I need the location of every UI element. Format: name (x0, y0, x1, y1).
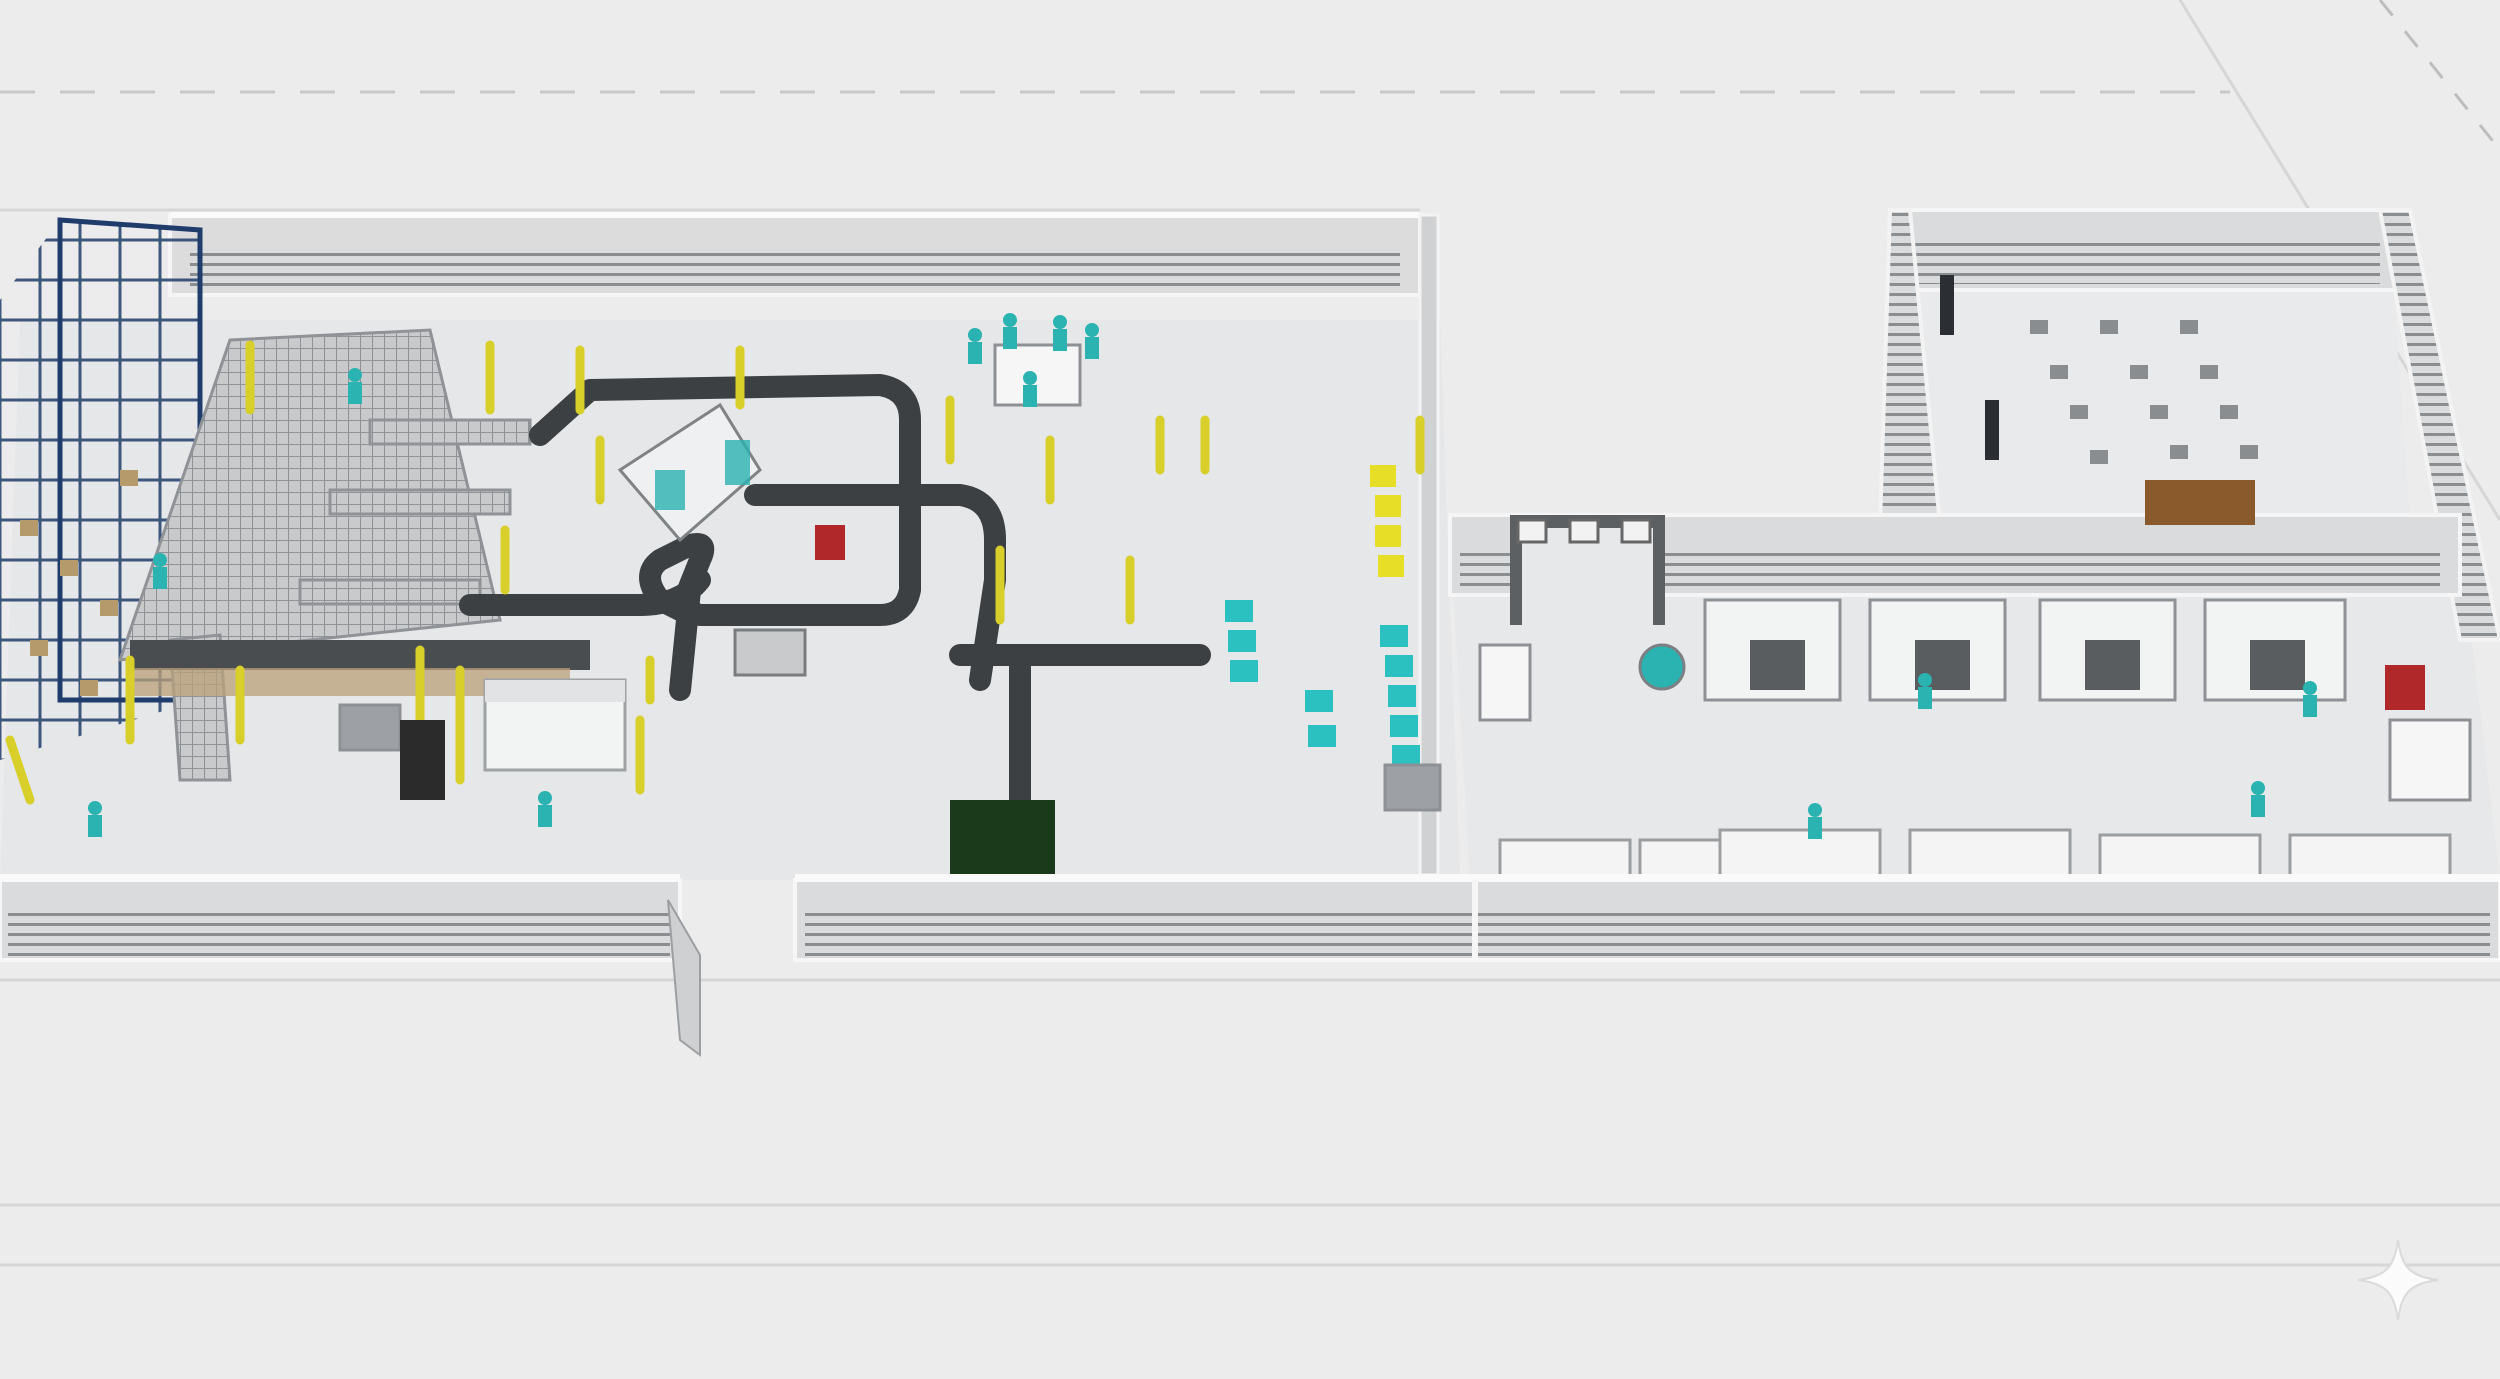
conveyor-loop (459, 374, 1211, 811)
black-locker (400, 720, 445, 800)
front-wall-left (0, 874, 701, 1057)
machining-cell-robot (617, 402, 762, 543)
break-room-chairs (2030, 320, 2258, 464)
green-dumpster (950, 800, 1055, 880)
red-cabinet-2 (2385, 665, 2425, 710)
teal-bin-rack (1225, 600, 1420, 767)
cleaning-robot (1638, 643, 1686, 691)
wall-screen-1 (1940, 275, 1954, 335)
mezzanine-platform (117, 328, 532, 782)
break-room-table (2145, 480, 2255, 525)
floor-lines (0, 0, 2500, 1267)
break-room-walls (1877, 208, 2500, 642)
break-room-floor (1890, 245, 2410, 520)
packing-cell (483, 678, 627, 772)
sparkle-icon (2357, 1239, 2439, 1321)
workers (88, 313, 2317, 839)
tables (338, 343, 2472, 812)
yellow-bin-rack (1370, 465, 1404, 577)
safety-posts (5, 340, 1425, 805)
red-cabinet (815, 525, 845, 560)
wall-screen-2 (1985, 400, 1999, 460)
feed-conveyor (130, 640, 590, 670)
front-wall-right (793, 874, 2500, 962)
back-wall-main (168, 212, 1422, 297)
cnc-machines (1703, 598, 2347, 702)
machining-back-wall (1448, 513, 2462, 625)
display-board (733, 628, 807, 677)
